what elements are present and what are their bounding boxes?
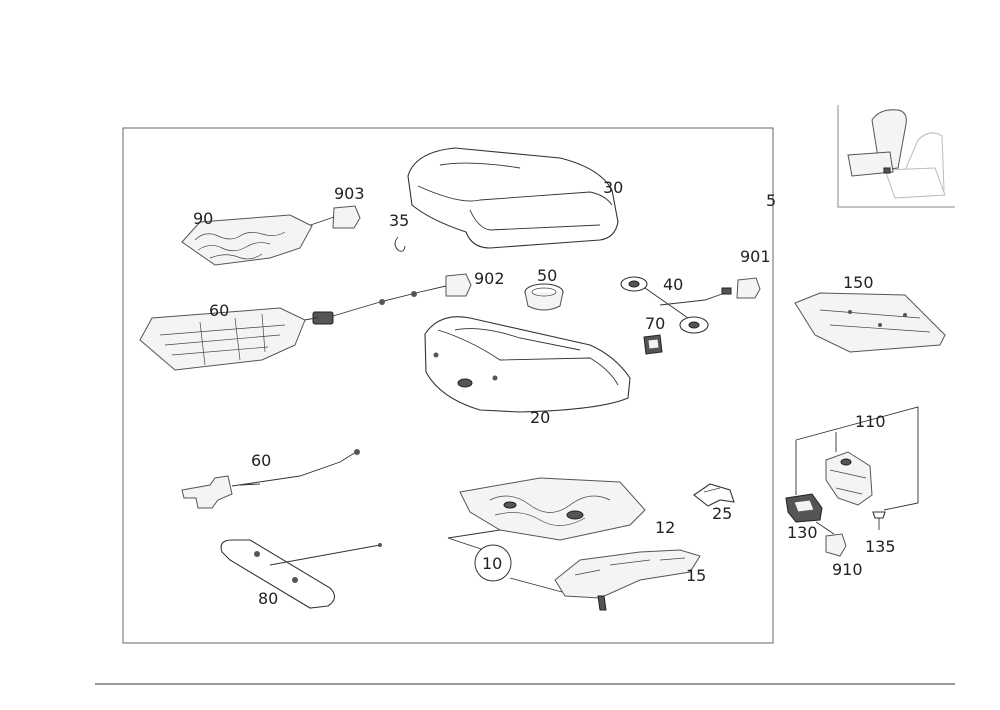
switch-130-label[interactable]: 130 bbox=[787, 523, 818, 542]
tag-910-shape[interactable] bbox=[825, 533, 847, 557]
seat-cover-label[interactable]: 30 bbox=[603, 178, 623, 197]
tag-902-shape[interactable] bbox=[445, 273, 472, 297]
bracket-group[interactable] bbox=[795, 406, 919, 511]
pan-cover-label[interactable]: 150 bbox=[843, 273, 874, 292]
grommets-label[interactable]: 40 bbox=[663, 275, 683, 294]
connector-70[interactable] bbox=[643, 334, 663, 355]
clip-ring-label[interactable]: 50 bbox=[537, 266, 557, 285]
seat-pan-assembly-label[interactable]: 10 bbox=[482, 554, 502, 573]
harness-label[interactable]: 60 bbox=[251, 451, 271, 470]
seat-cover[interactable] bbox=[407, 147, 619, 249]
switch-130[interactable] bbox=[785, 493, 823, 523]
screw-135[interactable] bbox=[872, 511, 886, 530]
tag-903-label[interactable]: 903 bbox=[334, 184, 365, 203]
tag-901-shape[interactable] bbox=[736, 277, 761, 299]
cushion-foam[interactable] bbox=[424, 316, 631, 413]
main-group-frame bbox=[122, 127, 774, 644]
mat-sensor[interactable] bbox=[139, 285, 447, 371]
assembly-callout-circle[interactable] bbox=[474, 544, 512, 582]
tag-903-shape[interactable] bbox=[332, 205, 361, 229]
heating-mat-label[interactable]: 90 bbox=[193, 209, 213, 228]
cushion-foam-label[interactable]: 20 bbox=[530, 408, 550, 427]
spring-wire[interactable] bbox=[394, 236, 406, 252]
clip-25[interactable] bbox=[693, 483, 735, 507]
clip-25-label[interactable]: 25 bbox=[712, 504, 732, 523]
harness[interactable] bbox=[181, 449, 360, 509]
sensor-mat-80[interactable] bbox=[220, 539, 382, 609]
seat-pan-label[interactable]: 12 bbox=[655, 518, 675, 537]
seat-pan[interactable] bbox=[459, 477, 646, 541]
heating-mat[interactable] bbox=[181, 214, 313, 266]
pan-cover[interactable] bbox=[794, 292, 946, 353]
connector-70-label[interactable]: 70 bbox=[645, 314, 665, 333]
tag-902-label[interactable]: 902 bbox=[474, 269, 505, 288]
grommets[interactable] bbox=[620, 276, 732, 334]
tag-901-label[interactable]: 901 bbox=[740, 247, 771, 266]
mat-sensor-label[interactable]: 60 bbox=[209, 301, 229, 320]
spring-wire-label[interactable]: 35 bbox=[389, 211, 409, 230]
seat-thumbnail[interactable] bbox=[837, 105, 955, 208]
sensor-mat-80-label[interactable]: 80 bbox=[258, 589, 278, 608]
screw-135-label[interactable]: 135 bbox=[865, 537, 896, 556]
frame-15-label[interactable]: 15 bbox=[686, 566, 706, 585]
tag-910-label[interactable]: 910 bbox=[832, 560, 863, 579]
bracket-group-label[interactable]: 110 bbox=[855, 412, 886, 431]
clip-ring[interactable] bbox=[524, 283, 564, 311]
main-group-label[interactable]: 5 bbox=[766, 191, 776, 210]
frame-15[interactable] bbox=[554, 549, 701, 611]
